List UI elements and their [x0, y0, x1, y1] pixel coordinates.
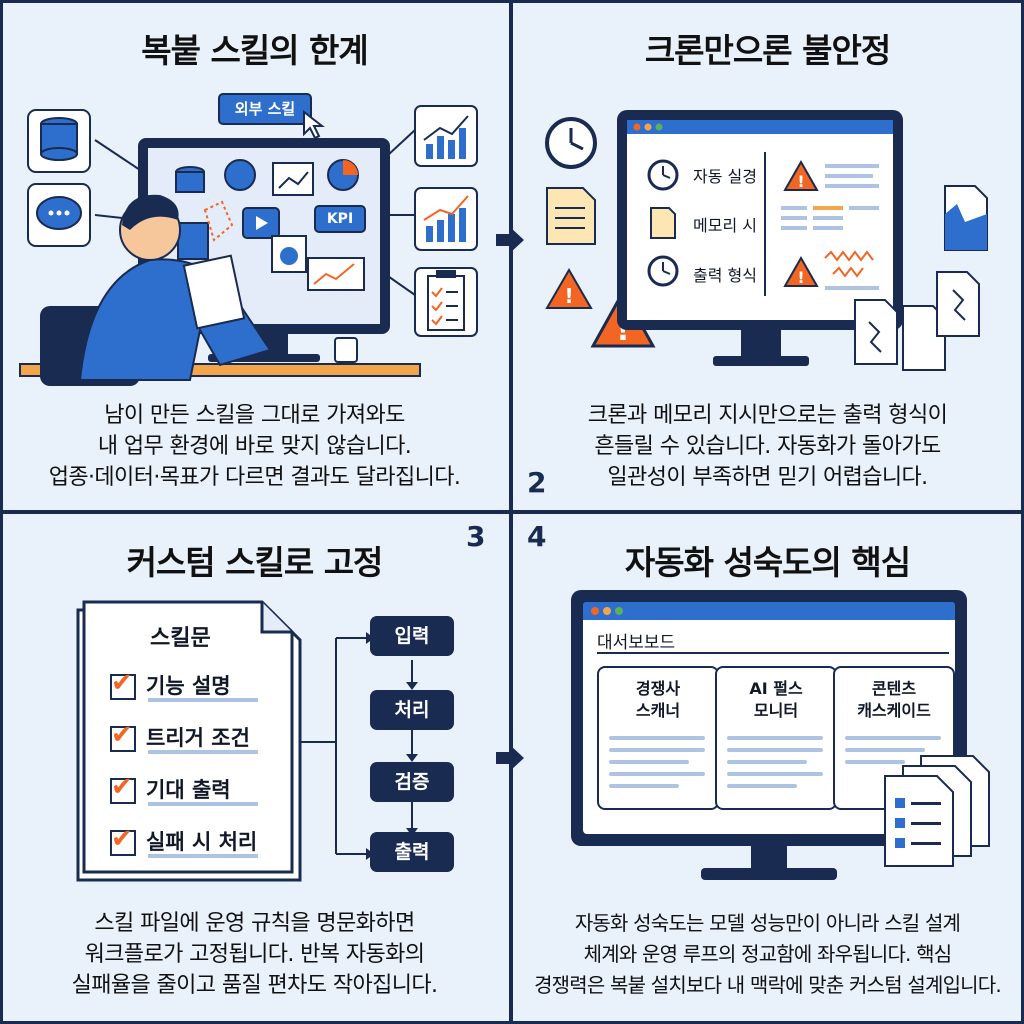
flow-step-verify: 검증 — [370, 762, 454, 802]
panel-caption: 남이 만든 스킬을 그대로 가져와도 내 업무 환경에 바로 맞지 않습니다. … — [48, 403, 461, 490]
cron-illustration: ! ! ! ! — [545, 110, 988, 371]
checklist-item: ✔기대 출력 — [110, 772, 231, 804]
dashboard-title: 대서보보드 — [597, 633, 676, 653]
list-item-auto: 자동 실경 — [693, 167, 757, 186]
mug — [334, 337, 358, 363]
stacked-documents-icon — [884, 755, 990, 867]
checklist-item: ✔실패 시 처리 — [110, 824, 258, 856]
kpi-tag: KPI — [314, 205, 366, 233]
checklist-item: ✔기능 설명 — [110, 668, 231, 700]
chart-window-icon — [272, 162, 314, 196]
panel-title: 커스텀 스킬로 고정 — [126, 543, 384, 582]
panel-custom-skill: 커스텀 스킬로 고정 3 스킬문 — [0, 514, 509, 1024]
clipboard-icon — [414, 267, 478, 337]
svg-text:!: ! — [797, 172, 804, 191]
mini-chart-icon — [307, 257, 365, 291]
panel-title: 크론만으론 불안정 — [644, 31, 891, 70]
svg-text:!: ! — [797, 268, 804, 287]
panel-caption: 자동화 성숙도는 모델 성능만이 아니라 스킬 설계 체계와 운영 루프의 정교… — [534, 911, 1002, 997]
arrow-right-icon — [496, 227, 524, 253]
screen-database-icon — [175, 166, 205, 193]
external-skill-tag: 외부 스킬 — [218, 93, 312, 125]
horizontal-divider — [0, 510, 1024, 514]
skill-doc-title: 스킬문 — [150, 626, 211, 651]
note-icon — [546, 187, 596, 245]
cursor-icon — [303, 110, 325, 140]
clock-icon — [545, 117, 597, 169]
database-icon — [27, 109, 91, 173]
list-item-format: 출력 형식 — [693, 266, 757, 285]
panel-title: 복붙 스킬의 한계 — [141, 31, 369, 70]
flow-step-input: 입력 — [370, 616, 454, 656]
copy-skill-illustration — [19, 105, 478, 386]
arrow-right-icon — [496, 745, 524, 771]
list-item-memory: 메모리 시 — [693, 216, 757, 235]
messenger-icon — [224, 159, 256, 191]
checklist-item: ✔트리거 조건 — [110, 720, 250, 752]
panel-number: 4 — [527, 520, 547, 553]
skill-doc-illustration — [76, 600, 418, 882]
checkbox-icon: ✔ — [110, 720, 136, 752]
svg-text:!: ! — [564, 284, 573, 308]
chat-icon — [27, 183, 91, 247]
checkbox-icon: ✔ — [110, 824, 136, 856]
panel-title: 자동화 성숙도의 핵심 — [624, 543, 911, 582]
panel-caption: 크론과 메모리 지시만으로는 출력 형식이 흔들릴 수 있습니다. 자동화가 돌… — [587, 403, 948, 490]
paper — [182, 254, 246, 330]
checkbox-icon: ✔ — [110, 668, 136, 700]
window-titlebar — [583, 602, 955, 620]
panel-number: 3 — [466, 520, 486, 553]
flow-step-process: 처리 — [370, 690, 454, 730]
panel-copy-skill-limits: 복붙 스킬의 한계 — [0, 0, 509, 510]
panel-caption: 스킬 파일에 운영 규칙을 명문화하면 워크플로가 고정됩니다. 반복 자동화의… — [71, 911, 438, 998]
flow-step-output: 출력 — [370, 832, 454, 872]
warning-icon: ! — [545, 268, 593, 309]
broken-document-icon — [944, 185, 988, 251]
bar-chart-icon-2 — [414, 187, 478, 251]
broken-pages-icon — [854, 271, 980, 371]
bar-chart-icon-1 — [414, 105, 478, 167]
checkbox-icon: ✔ — [110, 772, 136, 804]
panel-cron-unstable: 크론만으론 불안정 ! ! — [513, 0, 1022, 510]
panel-number: 2 — [527, 466, 547, 499]
document-icon — [177, 222, 209, 260]
